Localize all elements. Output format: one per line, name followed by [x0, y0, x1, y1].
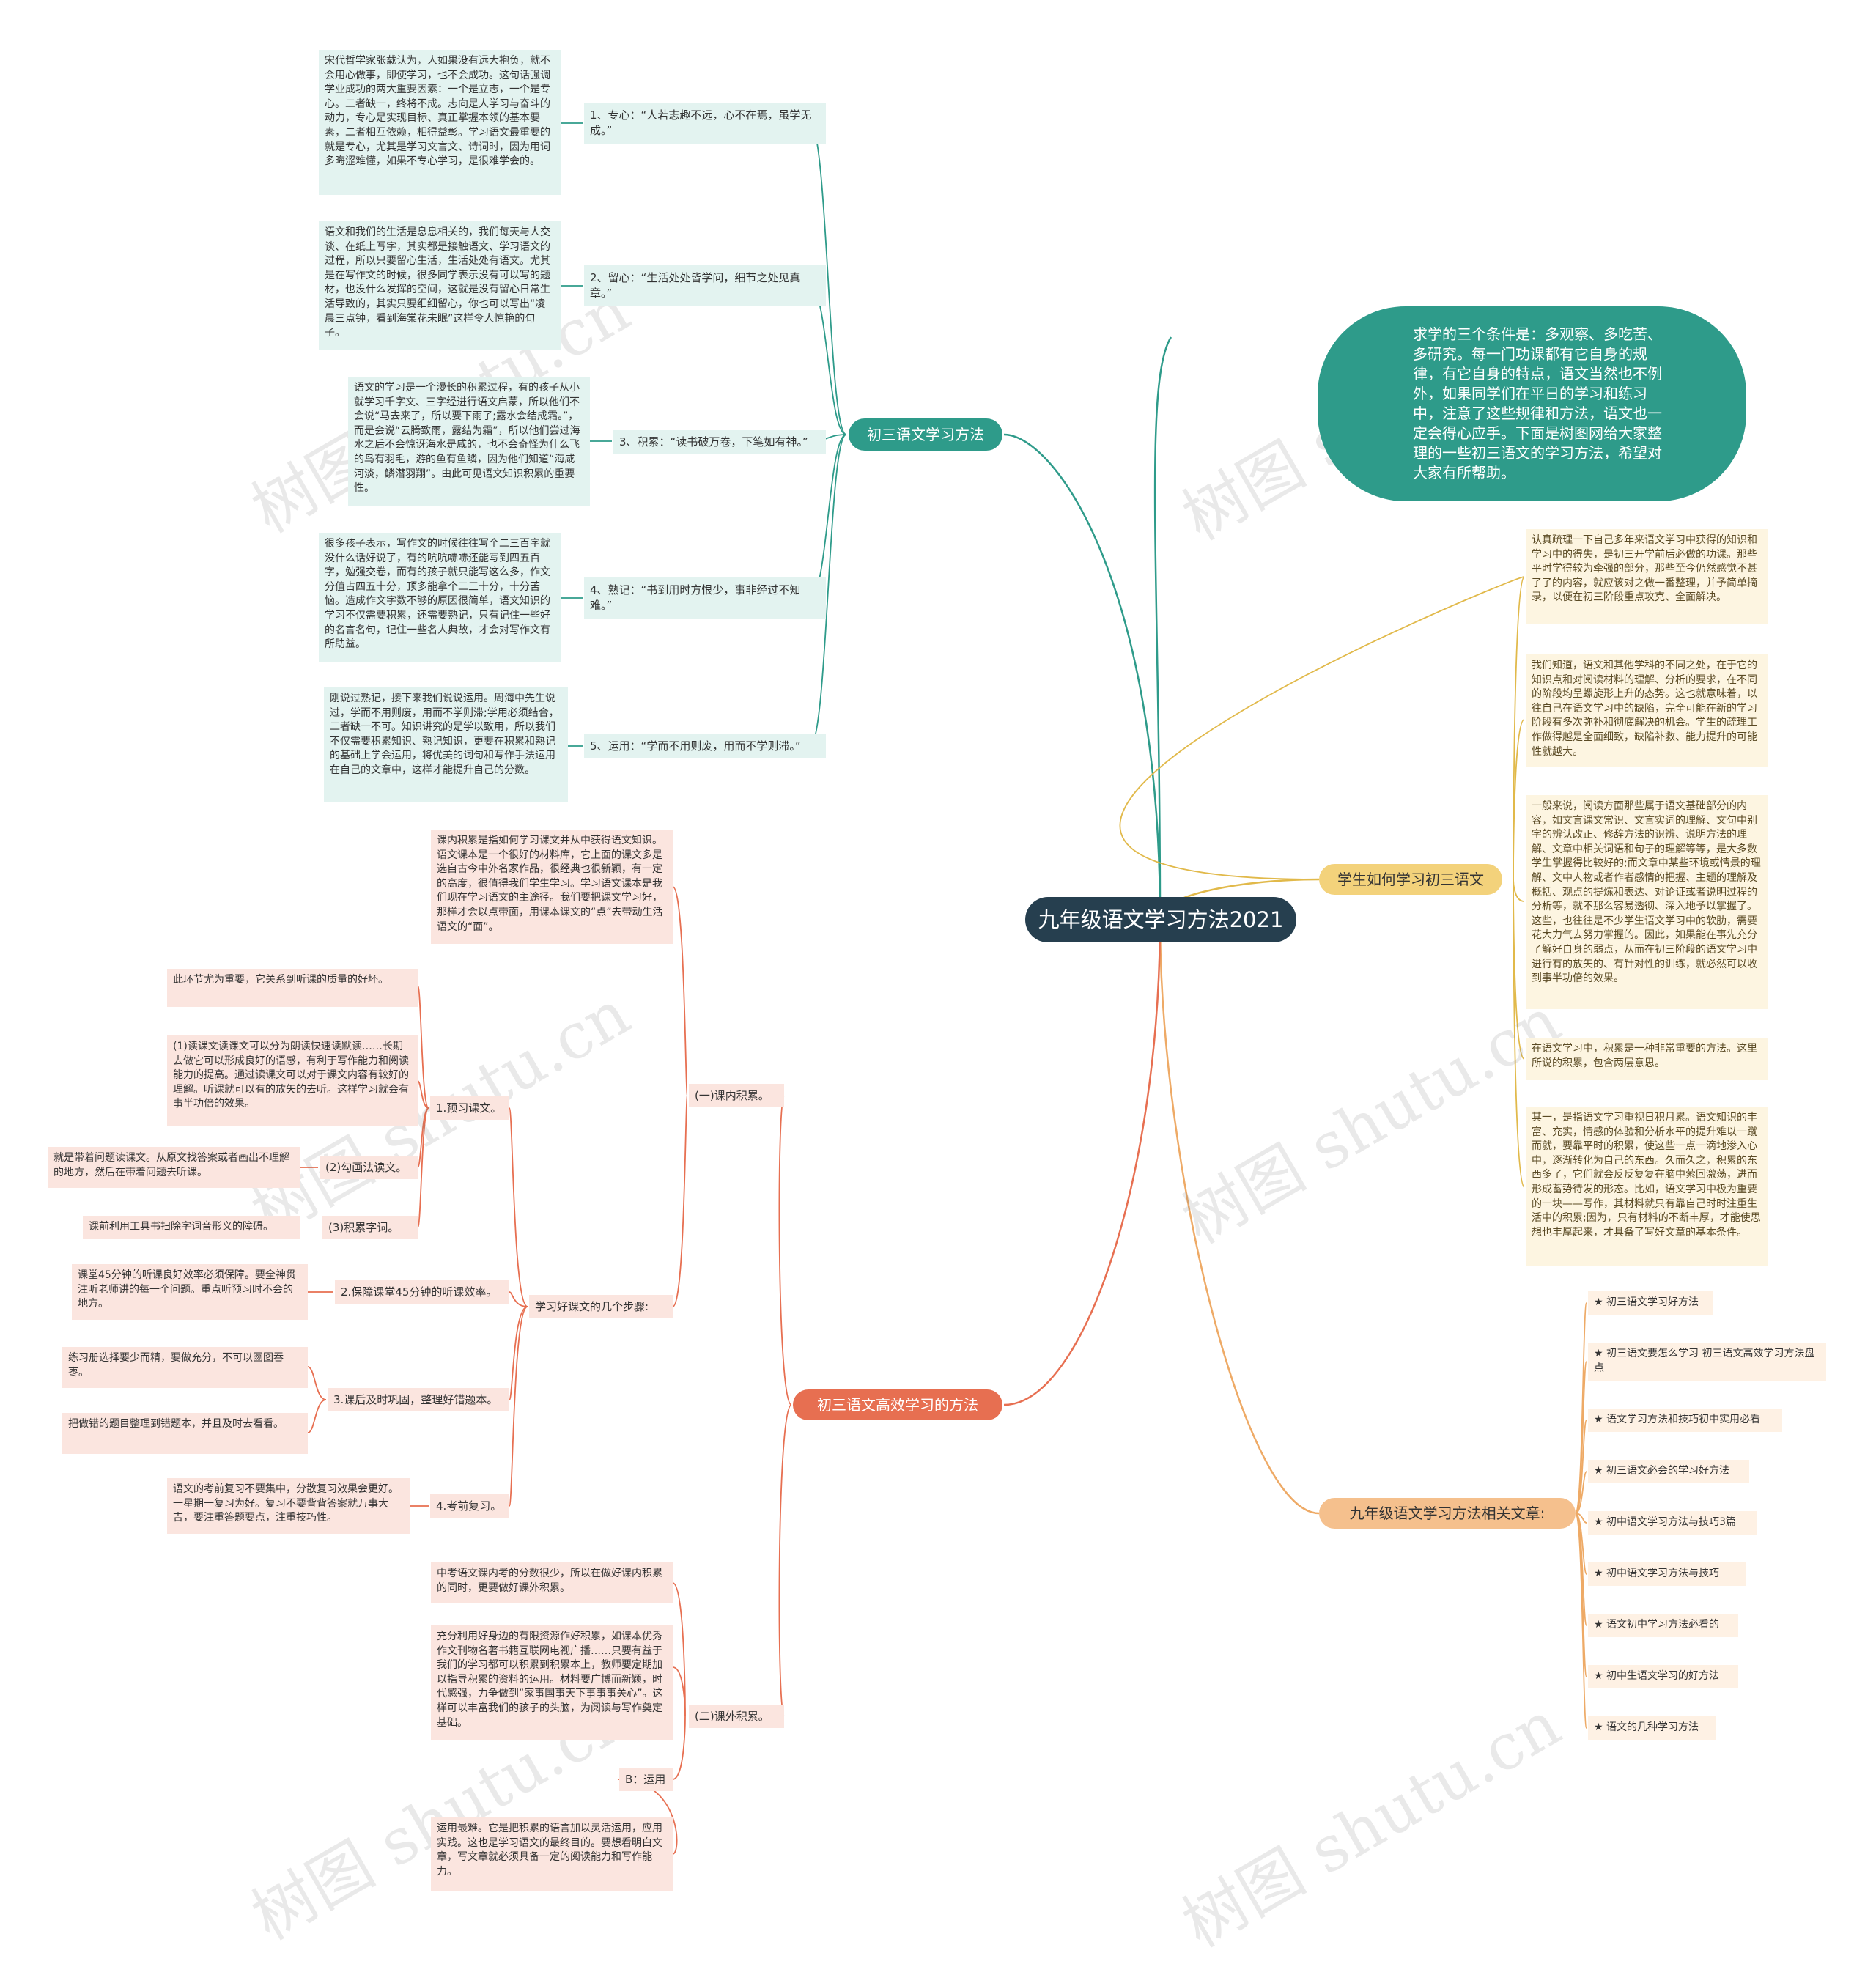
step-exam-review[interactable]: 4.考前复习。 — [430, 1494, 509, 1518]
step-class-efficiency[interactable]: 2.保障课堂45分钟的听课效率。 — [335, 1280, 509, 1304]
out-class-apply-detail: 运用最难。它是把积累的语言加以灵活运用，应用实践。这也是学习语文的最终目的。要想… — [431, 1817, 673, 1891]
related-article-link[interactable]: ★ 初三语文要怎么学习 初三语文高效学习方法盘点 — [1588, 1343, 1826, 1381]
out-class-intro: 中考语文课内考的分数很少，所以在做好课内积累的同时，更要做好课外积累。 — [431, 1562, 673, 1603]
related-article-link[interactable]: ★ 初中生语文学习的好方法 — [1588, 1665, 1738, 1688]
related-article-link[interactable]: ★ 语文初中学习方法必看的 — [1588, 1614, 1738, 1637]
preview-mark-detail: 就是带着问题读课文。从原文找答案或者画出不理解的地方，然后在带着问题去听课。 — [48, 1147, 300, 1188]
related-article-link[interactable]: ★ 语文的几种学习方法 — [1588, 1716, 1716, 1740]
method-focus-detail: 宋代哲学家张载认为，人如果没有远大抱负，就不会用心做事，即使学习，也不会成功。这… — [319, 50, 561, 195]
out-class-resources: 充分利用好身边的有限资源作好积累，如课本优秀作文刊物名著书籍互联网电视广播……只… — [431, 1625, 673, 1740]
how-to-learn-tip-2: 我们知道，语文和其他学科的不同之处，在于它的知识点和对阅读材料的理解、分析的要求… — [1526, 654, 1768, 767]
preview-words[interactable]: (3)积累字词。 — [322, 1216, 418, 1239]
related-article-link[interactable]: ★ 语文学习方法和技巧初中实用必看 — [1588, 1409, 1782, 1432]
method-apply-detail: 刚说过熟记，接下来我们说说运用。周海中先生说过，学而不用则废，用而不学则滞;学用… — [324, 687, 568, 802]
how-to-learn-tip-1: 认真疏理一下自己多年来语文学习中获得的知识和学习中的得失，是初三开学前后必做的功… — [1526, 529, 1768, 624]
branch-study-methods[interactable]: 初三语文学习方法 — [849, 418, 1002, 451]
class-efficiency-detail: 课堂45分钟的听课良好效率必须保障。要全神贯注听老师讲的每一个问题。重点听预习时… — [72, 1264, 308, 1320]
preview-read: (1)读课文读课文可以分为朗读快速读默读……长期去做它可以形成良好的语感，有利于… — [167, 1035, 418, 1126]
branch-related-articles[interactable]: 九年级语文学习方法相关文章: — [1319, 1498, 1576, 1529]
how-to-learn-tip-3: 一般来说，阅读方面那些属于语文基础部分的内容，如文言课文常识、文言实词的理解、文… — [1526, 795, 1768, 1009]
intro-node[interactable]: 求学的三个条件是：多观察、多吃苦、多研究。每一门功课都有它自身的规律，有它自身的… — [1318, 306, 1746, 501]
how-to-learn-tip-5: 其一，是指语文学习重视日积月累。语文知识的丰富、充实，情感的体验和分析水平的提升… — [1526, 1107, 1768, 1266]
method-memorize[interactable]: 4、熟记：“书到用时方恨少，事非经过不知难。” — [584, 577, 826, 619]
branch-efficient-methods[interactable]: 初三语文高效学习的方法 — [793, 1389, 1002, 1420]
step-preview[interactable]: 1.预习课文。 — [430, 1096, 509, 1120]
preview-mark-method[interactable]: (2)勾画法读文。 — [320, 1156, 418, 1179]
branch-how-to-learn[interactable]: 学生如何学习初三语文 — [1319, 864, 1502, 895]
preview-words-detail: 课前利用工具书扫除字词音形义的障碍。 — [83, 1216, 300, 1239]
step-review-errors[interactable]: 3.课后及时巩固，整理好错题本。 — [328, 1388, 509, 1411]
method-attention-detail: 语文和我们的生活是息息相关的，我们每天与人交谈、在纸上写字，其实都是接触语文、学… — [319, 221, 561, 350]
related-article-link[interactable]: ★ 初中语文学习方法与技巧 — [1588, 1562, 1746, 1586]
method-focus[interactable]: 1、专心：“人若志趣不远，心不在焉，虽学无成。” — [584, 103, 826, 144]
review-workbook: 练习册选择要少而精，要做充分，不可以囫囵吞枣。 — [62, 1347, 308, 1388]
exam-review-detail: 语文的考前复习不要集中，分散复习效果会更好。一星期一复习为好。复习不要背背答案就… — [167, 1478, 410, 1534]
root-topic[interactable]: 九年级语文学习方法2021 — [1025, 897, 1296, 942]
related-article-link[interactable]: ★ 初三语文学习好方法 — [1588, 1291, 1713, 1315]
method-attention[interactable]: 2、留心：“生活处处皆学问，细节之处见真章。” — [584, 265, 826, 306]
how-to-learn-tip-4: 在语文学习中，积累是一种非常重要的方法。这里所说的积累，包含两层意思。 — [1526, 1038, 1768, 1080]
method-apply[interactable]: 5、运用：“学而不用则废，用而不学则滞。” — [584, 734, 826, 758]
in-class-accumulation[interactable]: (一)课内积累。 — [689, 1084, 784, 1107]
review-error-book: 把做错的题目整理到错题本，并且及时去看看。 — [62, 1413, 308, 1454]
preview-note: 此环节尤为重要，它关系到听课的质量的好坏。 — [167, 969, 418, 1007]
lesson-steps[interactable]: 学习好课文的几个步骤: — [529, 1295, 673, 1318]
out-class-apply[interactable]: B：运用 — [619, 1768, 673, 1791]
method-accumulate[interactable]: 3、积累：“读书破万卷，下笔如有神。” — [613, 430, 826, 454]
method-memorize-detail: 很多孩子表示，写作文的时候往往写个二三百字就没什么话好说了，有的吭吭哧哧还能写到… — [319, 533, 561, 662]
related-article-link[interactable]: ★ 初三语文必会的学习好方法 — [1588, 1460, 1749, 1483]
out-class-accumulation[interactable]: (二)课外积累。 — [689, 1705, 784, 1728]
method-accumulate-detail: 语文的学习是一个漫长的积累过程，有的孩子从小就学习千字文、三字经进行语文启蒙，所… — [348, 377, 590, 506]
in-class-intro: 课内积累是指如何学习课文并从中获得语文知识。语文课本是一个很好的材料库，它上面的… — [431, 830, 673, 944]
related-article-link[interactable]: ★ 初中语文学习方法与技巧3篇 — [1588, 1511, 1757, 1535]
